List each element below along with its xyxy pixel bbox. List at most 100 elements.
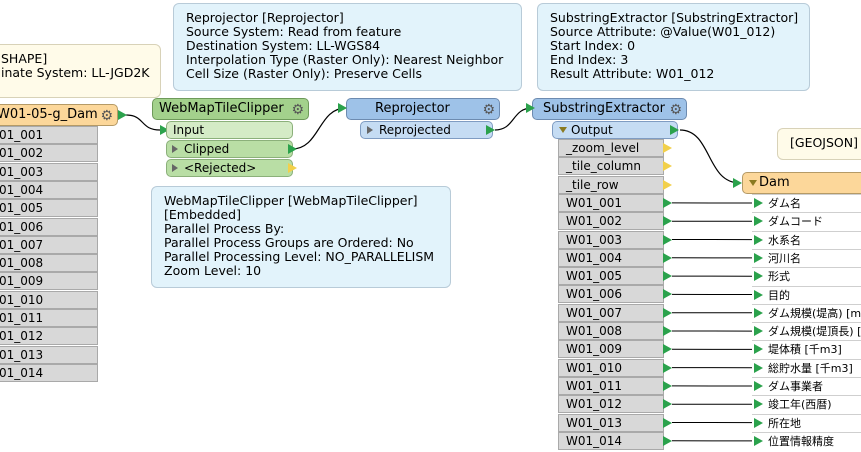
gear-icon[interactable]: ⚙ — [482, 102, 495, 118]
substring-output-connector[interactable] — [670, 125, 679, 135]
expand-icon[interactable] — [172, 145, 178, 153]
writer-node-header[interactable]: Dam — [742, 172, 861, 194]
attribute-port[interactable] — [663, 234, 672, 245]
attribute-port-unconnected[interactable] — [663, 179, 672, 190]
writer-attribute-row[interactable]: 水系名 — [752, 230, 861, 249]
attribute-port[interactable] — [663, 216, 672, 227]
wmtc-node-header[interactable]: WebMapTileClipper ⚙ — [152, 98, 309, 120]
reader-attribute-row[interactable]: 01_010 — [0, 290, 98, 309]
attribute-port[interactable] — [663, 289, 672, 300]
attribute-input-port[interactable] — [754, 271, 763, 282]
attribute-input-port[interactable] — [754, 435, 763, 446]
substring-attribute-row[interactable]: W01_010 — [558, 358, 664, 377]
attribute-input-port[interactable] — [754, 307, 763, 318]
writer-attribute-row[interactable]: 所在地 — [752, 413, 861, 432]
reader-attribute-row[interactable]: 01_013 — [0, 345, 98, 364]
substring-attribute-row[interactable]: W01_009 — [558, 340, 664, 359]
collapse-icon[interactable] — [559, 127, 567, 133]
attribute-port[interactable] — [663, 399, 672, 410]
substring-attribute-row[interactable]: _zoom_level — [558, 139, 664, 157]
wmtc-input-port[interactable] — [160, 125, 169, 135]
reader-attribute-row[interactable]: 01_003 — [0, 162, 98, 181]
attribute-input-port[interactable] — [754, 234, 763, 245]
attribute-port[interactable] — [663, 380, 672, 391]
reader-output-port[interactable] — [118, 110, 127, 120]
attribute-port[interactable] — [663, 435, 672, 446]
reader-attribute-row[interactable]: 01_011 — [0, 309, 98, 327]
writer-attribute-row[interactable]: 河川名 — [752, 248, 861, 267]
substring-attribute-row[interactable]: _tile_row — [558, 175, 664, 194]
substring-attribute-row[interactable]: W01_013 — [558, 413, 664, 432]
wmtc-rejected-port[interactable]: <Rejected> — [166, 159, 293, 177]
attribute-input-port[interactable] — [754, 362, 763, 373]
reader-attribute-row[interactable]: 01_009 — [0, 272, 98, 291]
writer-attribute-row[interactable]: ダム規模(堤頂長) [ — [752, 322, 861, 341]
reader-attribute-row[interactable]: 01_006 — [0, 217, 98, 236]
expand-icon[interactable] — [367, 126, 373, 134]
writer-attribute-row[interactable]: 総貯水量 [千m3] — [752, 358, 861, 377]
attribute-input-port[interactable] — [754, 399, 763, 410]
attribute-input-port[interactable] — [754, 344, 763, 355]
substring-attribute-row[interactable]: W01_005 — [558, 267, 664, 286]
attribute-port[interactable] — [663, 362, 672, 373]
attribute-input-port[interactable] — [754, 381, 763, 391]
writer-attribute-row[interactable]: 位置情報精度 — [752, 431, 861, 450]
reader-attribute-row[interactable]: 01_007 — [0, 235, 98, 254]
substring-attribute-row[interactable]: W01_006 — [558, 285, 664, 304]
writer-attribute-row[interactable]: ダム事業者 — [752, 377, 861, 395]
reader-attribute-row[interactable]: 01_004 — [0, 180, 98, 199]
reader-attribute-row[interactable]: 01_002 — [0, 144, 98, 163]
gear-icon[interactable]: ⚙ — [669, 102, 682, 118]
substring-attribute-row[interactable]: W01_012 — [558, 395, 664, 414]
gear-icon[interactable]: ⚙ — [291, 102, 304, 118]
reprojector-output-port[interactable]: Reprojected — [360, 121, 493, 139]
attribute-input-port[interactable] — [754, 417, 763, 428]
reader-attribute-row[interactable]: 01_012 — [0, 327, 98, 346]
reader-node-header[interactable]: W01-05-g_Dam ⚙ — [0, 104, 118, 126]
substring-attribute-row[interactable]: W01_003 — [558, 230, 664, 249]
attribute-port[interactable] — [663, 326, 672, 336]
substring-attribute-row[interactable]: _tile_column — [558, 157, 664, 176]
writer-attribute-row[interactable]: 堤体積 [千m3] — [752, 340, 861, 359]
attribute-port[interactable] — [663, 344, 672, 355]
expand-icon[interactable] — [172, 164, 178, 172]
wmtc-clipped-port[interactable]: Clipped — [166, 140, 293, 158]
substring-attribute-row[interactable]: W01_004 — [558, 248, 664, 267]
gear-icon[interactable]: ⚙ — [100, 108, 113, 124]
writer-attribute-row[interactable]: 竣工年(西暦) — [752, 395, 861, 414]
attribute-input-port[interactable] — [754, 252, 763, 263]
reader-attribute-row[interactable]: 01_001 — [0, 126, 98, 144]
reprojector-input-port[interactable] — [338, 103, 347, 113]
substring-attribute-row[interactable]: W01_001 — [558, 193, 664, 212]
reader-attribute-row[interactable]: 01_014 — [0, 363, 98, 382]
wmtc-input-port-label[interactable]: Input — [166, 121, 293, 139]
substring-input-port[interactable] — [526, 103, 535, 113]
substring-attribute-row[interactable]: W01_011 — [558, 376, 664, 395]
reader-attribute-row[interactable]: 01_005 — [0, 199, 98, 218]
writer-input-port[interactable] — [733, 178, 742, 188]
substring-attribute-row[interactable]: W01_002 — [558, 212, 664, 231]
collapse-icon[interactable] — [749, 180, 757, 186]
substring-node-header[interactable]: SubstringExtractor ⚙ — [532, 98, 687, 120]
attribute-port-unconnected[interactable] — [663, 143, 672, 153]
reprojector-output-connector[interactable] — [486, 125, 495, 135]
reprojector-node-header[interactable]: Reprojector ⚙ — [346, 98, 500, 120]
substring-attribute-row[interactable]: W01_007 — [558, 303, 664, 322]
substring-output-port[interactable]: Output — [552, 121, 678, 139]
writer-attribute-row[interactable]: ダム規模(堤高) [m — [752, 303, 861, 322]
attribute-input-port[interactable] — [754, 216, 763, 227]
attribute-port[interactable] — [663, 197, 672, 208]
wmtc-rejected-output[interactable] — [288, 163, 297, 173]
substring-attribute-row[interactable]: W01_008 — [558, 322, 664, 340]
writer-attribute-row[interactable]: 目的 — [752, 285, 861, 304]
attribute-port[interactable] — [663, 271, 672, 282]
writer-attribute-row[interactable]: ダム名 — [752, 194, 861, 212]
attribute-input-port[interactable] — [754, 198, 763, 208]
attribute-input-port[interactable] — [754, 326, 763, 337]
attribute-port[interactable] — [663, 417, 672, 428]
attribute-port-unconnected[interactable] — [663, 161, 672, 172]
writer-attribute-row[interactable]: ダムコード — [752, 212, 861, 231]
substring-attribute-row[interactable]: W01_014 — [558, 431, 664, 450]
attribute-input-port[interactable] — [754, 289, 763, 300]
wmtc-clipped-output[interactable] — [288, 144, 297, 154]
